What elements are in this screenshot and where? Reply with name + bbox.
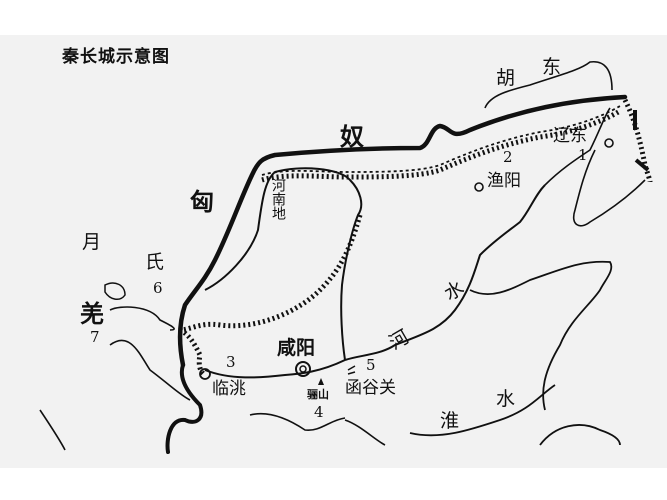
label-yuezhi-1: 月 (82, 231, 102, 253)
xianyang-capital-icon (295, 361, 311, 377)
label-xiongnu-2: 奴 (340, 123, 364, 151)
hanguguan-pass-icon (347, 365, 356, 375)
coastline-bohai (544, 107, 611, 186)
label-yuezhi-2: 氏 (145, 251, 165, 273)
liaodong-wall-segment (634, 158, 650, 172)
huai-river (409, 384, 556, 437)
coastline-liaodong-peninsula (572, 149, 646, 227)
coastline-shandong (469, 260, 613, 411)
lishan-mountain-icon (318, 378, 324, 385)
marker-7: 7 (90, 328, 100, 346)
label-lintao: 临洮 (212, 379, 246, 399)
label-donghu-1: 胡 (496, 67, 516, 89)
river-han (344, 419, 386, 446)
liaodong-city-icon (604, 138, 614, 148)
label-qiang: 羌 (80, 300, 104, 328)
label-lishan: 骊山 (307, 388, 329, 401)
yellow-river-loop (204, 167, 363, 361)
label-river-huai-shui: 水 (496, 388, 516, 410)
label-yuyang: 渔阳 (487, 171, 521, 191)
coastline-south (539, 424, 621, 446)
wei-river (204, 359, 346, 379)
label-donghu-2: 东 (542, 56, 562, 78)
yuyang-city-icon (474, 182, 484, 192)
river-south (249, 412, 346, 431)
label-xiongnu-1: 匈 (190, 188, 214, 216)
old-wall-south (179, 214, 363, 333)
label-liaodong: 辽东 (553, 126, 587, 146)
marker-4: 4 (314, 403, 324, 421)
qin-great-wall-line (177, 94, 628, 368)
old-wall-north-teeth (261, 108, 622, 183)
marker-1: 1 (578, 146, 588, 164)
river-southwest (39, 409, 66, 451)
river-west (109, 339, 191, 401)
marker-3: 3 (226, 353, 236, 371)
lintao-city-icon (199, 368, 211, 380)
yellow-river-lower (344, 184, 546, 361)
label-hanguguan: 函谷关 (345, 378, 396, 398)
marker-2: 2 (503, 148, 513, 166)
label-xianyang: 咸阳 (277, 337, 316, 359)
label-river-huai: 淮 (440, 410, 460, 432)
label-henandi: 河南地 (270, 178, 286, 220)
marker-6: 6 (153, 279, 163, 297)
donghu-boundary (484, 61, 613, 109)
old-wall-north (261, 105, 621, 176)
western-wall-lower (165, 363, 204, 454)
map-title: 秦长城示意图 (62, 47, 170, 67)
river-west-2 (109, 306, 175, 331)
island-west (104, 282, 126, 300)
marker-5: 5 (366, 356, 376, 374)
